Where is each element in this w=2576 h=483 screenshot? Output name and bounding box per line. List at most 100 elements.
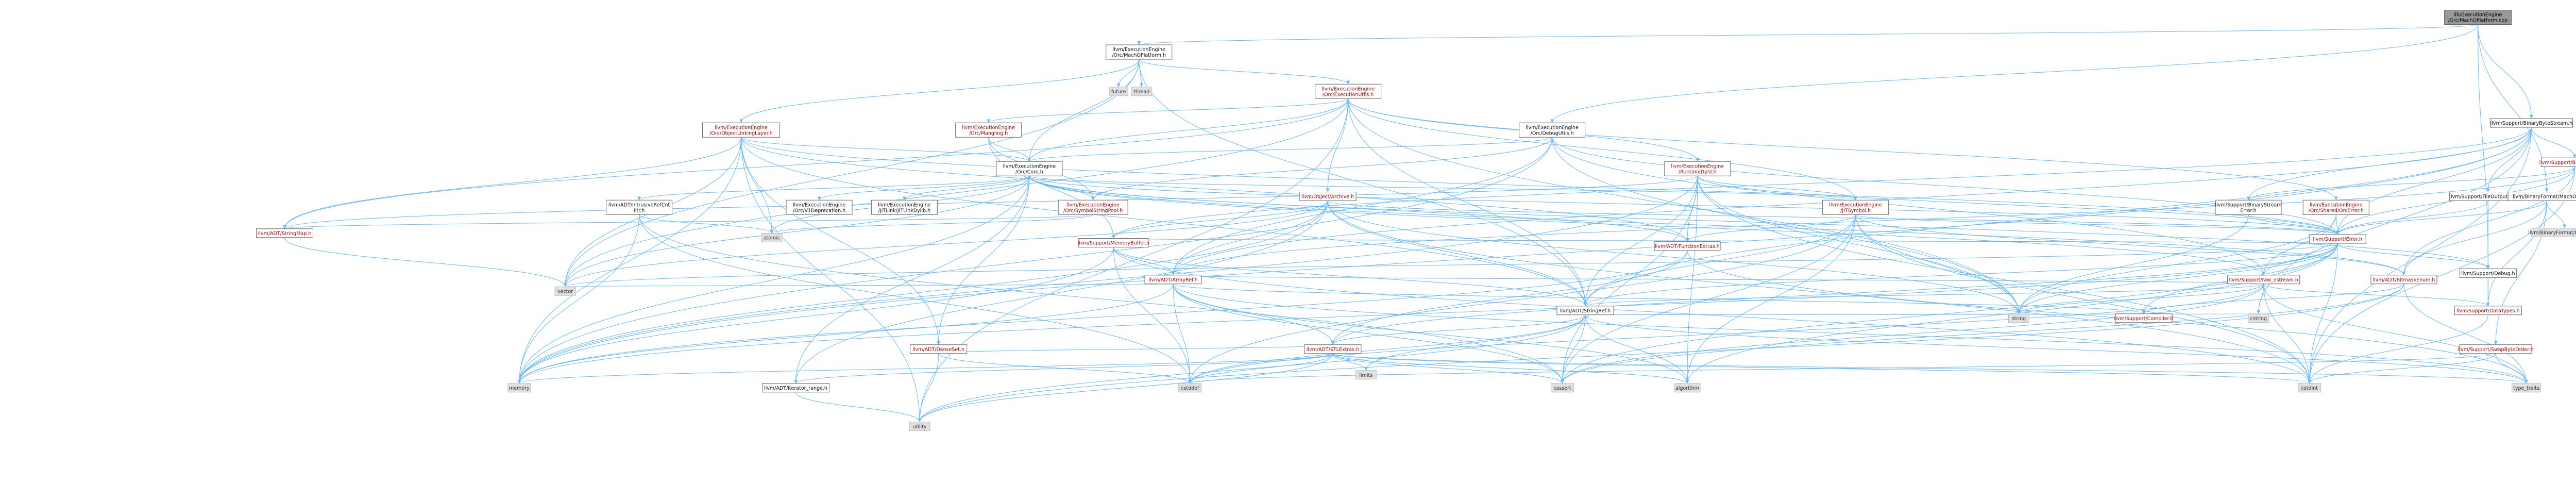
edge-intrusiverefcnt-to-atomic (639, 214, 774, 234)
node-runtimedyld[interactable]: llvm/ExecutionEngine/RuntimeDyld.h (1664, 161, 1731, 176)
node-cstdint: cstdint (2298, 383, 2321, 393)
edge-bitmaskenum-to-compiler (2142, 284, 2404, 314)
node-stlextras[interactable]: llvm/ADT/STLExtras.h (1304, 344, 1362, 354)
node-densemap[interactable]: llvm/ADT/DenseSet.h (910, 344, 968, 354)
node-box (909, 422, 930, 431)
node-supportdebug[interactable]: llvm/Support/Debug.h (2459, 268, 2517, 278)
node-label: /RuntimeDyld.h (1679, 169, 1717, 175)
edge-iterator_range-to-utility (795, 392, 922, 422)
edge-stlextras-to-limits (1332, 353, 1368, 371)
node-binarybytestream[interactable]: llvm/Support/BinaryByteStream.h (2489, 118, 2573, 128)
edge-objectarchive-to-iterator_range (794, 201, 1328, 384)
node-binarystream[interactable]: llvm/Support/BinaryStream.h (2539, 157, 2576, 167)
node-iterator_range[interactable]: llvm/ADT/iterator_range.h (761, 383, 829, 393)
edge-bitmaskenum-to-utility (918, 284, 2404, 422)
edge-runtimedyld-to-string (1697, 176, 2021, 314)
edge-stringref-to-limits (1364, 314, 1586, 371)
node-stringmap[interactable]: llvm/ADT/StringMap.h (256, 228, 313, 238)
node-jitsymbol[interactable]: llvm/ExecutionEngine/JITSymbol.h (1822, 199, 1889, 215)
edge-objectarchive-to-cstdint (1327, 201, 2312, 384)
edge-binaryformat_macho-to-macho_def (2546, 201, 2567, 228)
node-label: thread (1133, 89, 1149, 95)
node-box (1178, 383, 1202, 393)
edge-binaryformat_macho-to-datatypes (2486, 201, 2547, 306)
node-executionutils[interactable]: llvm/ExecutionEngine/Orc/ExecutionUtils.… (1315, 84, 1382, 99)
node-compiler[interactable]: llvm/Support/Compiler.h (2114, 313, 2174, 323)
node-atomic: atomic (761, 233, 783, 242)
node-label: llvm/ExecutionEngine (1066, 202, 1120, 208)
node-label: llvm/ExecutionEngine (1321, 86, 1375, 92)
node-memorybuffer[interactable]: llvm/Support/MemoryBuffer.h (1077, 238, 1149, 247)
node-box (955, 122, 1022, 138)
node-machoplatform_h[interactable]: llvm/ExecutionEngine/Orc/MachOPlatform.h (1106, 44, 1173, 60)
edge-binaryformat_macho-to-swapbyteorder (2494, 201, 2547, 345)
edge-jitsymbol-to-functionextras (1685, 214, 1856, 242)
edge-binarybytestream-to-binarystreamerror (2246, 127, 2532, 201)
node-bitmaskenum[interactable]: llvm/ADT/BitmaskEnum.h (2370, 275, 2437, 285)
edge-debugutils-to-arrayref (1171, 137, 1553, 275)
node-symbolstringpool[interactable]: llvm/ExecutionEngine/Orc/SymbolStringPoo… (1058, 199, 1128, 215)
node-thread: thread (1131, 87, 1153, 96)
node-orcerror[interactable]: llvm/ExecutionEngine/Orc/Shared/OrcError… (2302, 199, 2369, 215)
node-functionextras[interactable]: llvm/ADT/FunctionExtras.h (1654, 241, 1721, 251)
node-debugutils[interactable]: llvm/ExecutionEngine/Orc/DebugUtils.h (1519, 122, 1586, 138)
node-root[interactable]: lib/ExecutionEngine/Orc/MachOPlatform.cp… (2444, 10, 2512, 25)
edge-binarystream-to-arrayref (1171, 166, 2575, 275)
node-arrayref[interactable]: llvm/ADT/ArrayRef.h (1144, 275, 1202, 285)
node-label: /JITSymbol.h (1840, 208, 1871, 213)
node-orccore[interactable]: llvm/ExecutionEngine/Orc/Core.h (996, 161, 1063, 176)
edge-binaryformat_macho-to-supporterror (2335, 201, 2547, 235)
node-label: /Orc/ObjectLinkingLayer.h (709, 130, 773, 136)
node-cstring: cstring (2248, 313, 2269, 323)
node-binaryformat_macho[interactable]: llvm/BinaryFormat/MachO.h (2507, 192, 2576, 201)
node-jitlinkdylib[interactable]: llvm/ExecutionEngine/JITLink/JITLinkDyli… (871, 199, 938, 215)
edge-raw_ostream-to-arrayref (1172, 275, 2264, 285)
node-box (2512, 383, 2541, 393)
edge-jitsymbol-to-bitmaskenum (1855, 214, 2406, 275)
edge-supporterror-to-supportdebug (2337, 243, 2490, 269)
edge-raw_ostream-to-string (2017, 284, 2264, 314)
edge-jitsymbol-to-cstddef (1188, 214, 1856, 384)
edge-orccore-to-v1deprecation (817, 175, 1030, 201)
node-box (2302, 199, 2369, 215)
node-objectarchive[interactable]: llvm/Object/Archive.h (1299, 192, 1357, 201)
node-label: llvm/ExecutionEngine (878, 202, 931, 208)
node-raw_ostream[interactable]: llvm/Support/raw_ostream.h (2227, 275, 2300, 285)
node-datatypes[interactable]: llvm/Support/DataTypes.h (2454, 306, 2522, 315)
edge-objectarchive-to-arrayref (1171, 201, 1328, 275)
node-utility: utility (909, 422, 930, 431)
node-macho_def: llvm/BinaryFormat/MachO.def (2528, 228, 2576, 237)
edge-raw_ostream-to-cstdint (2263, 284, 2312, 384)
node-objectlinkinglayer[interactable]: llvm/ExecutionEngine/Orc/ObjectLinkingLa… (702, 122, 781, 138)
edge-executionutils-to-objectarchive (1326, 98, 1349, 192)
node-label: future (1111, 89, 1126, 95)
edge-arrayref-to-algorithm (1173, 284, 1689, 384)
node-fileoutputbuffer[interactable]: llvm/Support/FileOutputBuffer.h (2449, 192, 2527, 201)
edge-binaryformat_macho-to-bitmaskenum (2402, 201, 2547, 275)
node-mangling[interactable]: llvm/ExecutionEngine/Orc/Mangling.h (955, 122, 1022, 138)
edge-orccore-to-jitsymbol (1029, 175, 1857, 201)
edge-densemap-to-stlextras (938, 344, 1334, 354)
node-swapbyteorder[interactable]: llvm/Support/SwapByteOrder.h (2458, 344, 2534, 354)
edge-runtimedyld-to-jitsymbol (1697, 176, 1858, 201)
edge-root-to-debugutils (1550, 24, 2478, 123)
node-supporterror[interactable]: llvm/Support/Error.h (2309, 234, 2366, 244)
node-label: /Orc/Core.h (1015, 169, 1043, 175)
edge-memorybuffer-to-cstddef (1113, 247, 1192, 384)
edge-intrusiverefcnt-to-cassert (639, 214, 1564, 384)
node-box (2541, 157, 2576, 167)
node-v1deprecation[interactable]: llvm/ExecutionEngine/Orc/V1Deprecation.h (786, 199, 853, 215)
node-label: cstdint (2301, 386, 2318, 391)
node-box (1078, 238, 1149, 247)
node-stringref[interactable]: llvm/ADT/StringRef.h (1556, 306, 1614, 315)
edge-jitsymbol-to-string (1855, 214, 2021, 314)
edge-stringref-to-cstddef (1188, 314, 1586, 384)
edge-debugutils-to-orccore (1027, 137, 1553, 162)
node-box (1556, 306, 1614, 315)
edge-symbolstringpool-to-stringmap (283, 214, 1094, 229)
node-label: /Orc/SymbolStringPool.h (1063, 208, 1123, 213)
node-label: llvm/ADT/StringRef.h (1560, 308, 1611, 314)
node-cstddef: cstddef (1178, 383, 1202, 393)
